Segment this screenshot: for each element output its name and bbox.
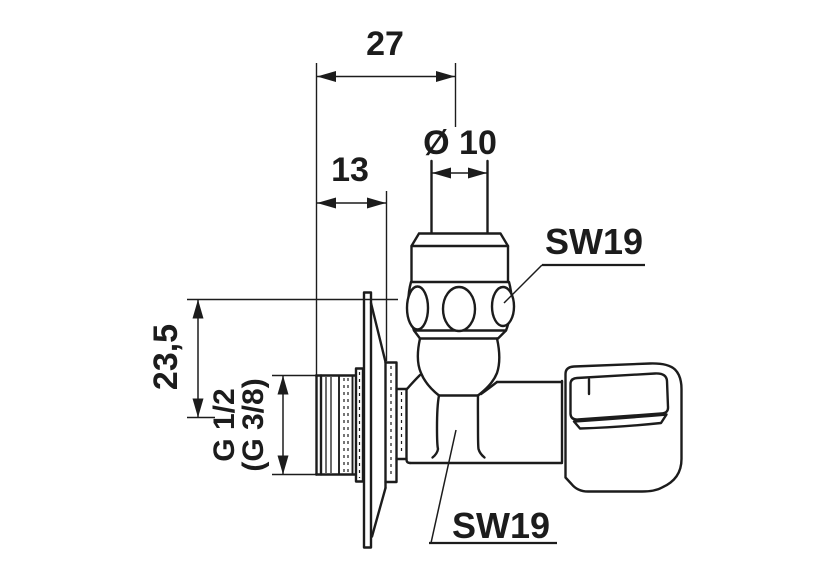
wall-thread-pipe: [314, 367, 365, 483]
neck-left-flat: [431, 394, 441, 459]
dimension-thread-size: G 1/2 (G 3/8): [208, 374, 316, 476]
thread-primary-label: G 1/2: [208, 388, 241, 461]
dimension-height-offset: 23,5: [147, 298, 398, 419]
knurl-scallop-right: [490, 285, 516, 328]
arrowhead-left: [317, 197, 336, 209]
sw19-top-label: SW19: [545, 221, 643, 262]
handle-outline: [564, 362, 683, 493]
rosette-face-top: [369, 301, 387, 364]
knurled-ring: [405, 280, 516, 333]
thread-secondary-label: (G 3/8): [237, 378, 270, 471]
callout-sw19-top: SW19: [503, 221, 645, 304]
wall-rosette: [362, 291, 408, 549]
leader-line: [430, 429, 457, 544]
rosette-face-bottom: [370, 486, 387, 538]
arrowhead-right: [436, 71, 455, 82]
nut-body: [410, 244, 510, 284]
body-left-cap: [405, 387, 412, 465]
funnel-left: [416, 337, 441, 397]
arrowhead-left: [317, 71, 336, 82]
neck-right-flat: [476, 394, 486, 459]
hub-ring-a: [384, 361, 398, 484]
dimension-wall-depth-label: 13: [331, 151, 369, 189]
arrowhead-bottom: [192, 398, 204, 418]
collar-line: [412, 329, 508, 340]
handle-wing-top: [569, 372, 670, 421]
riser-pipe: [430, 159, 489, 235]
sw19-bottom-label: SW19: [452, 505, 550, 546]
hub-ring-b: [395, 387, 408, 461]
dimension-total-depth: 27: [315, 25, 457, 375]
dimension-total-depth-label: 27: [366, 25, 404, 63]
dimension-wall-depth: 13: [317, 151, 388, 361]
arrowhead-left: [432, 167, 451, 179]
valve-body: [405, 329, 564, 465]
callout-sw19-bottom: SW19: [429, 429, 557, 546]
dimension-pipe-diameter-label: Ø 10: [423, 124, 497, 162]
rosette-rim: [362, 291, 373, 549]
arrowhead-right: [367, 197, 386, 209]
compression-nut: [410, 232, 510, 284]
nut-chamfer: [410, 232, 510, 248]
knurl-scallop-center: [441, 285, 477, 333]
knurl-scallop-left: [405, 285, 430, 331]
arm-top-curve: [479, 380, 499, 396]
leader-line: [503, 264, 543, 304]
valve-object: [314, 159, 683, 549]
handle-wing-front: [572, 413, 668, 430]
handle: [564, 362, 683, 493]
arrowhead-bottom: [277, 455, 289, 475]
arrowhead-right: [468, 167, 487, 179]
dimension-height-offset-label: 23,5: [147, 324, 185, 390]
arrowhead-top: [192, 299, 204, 319]
arrowhead-top: [277, 375, 289, 395]
dimension-pipe-diameter: Ø 10: [423, 124, 497, 179]
body-left-shoulder: [405, 373, 422, 391]
